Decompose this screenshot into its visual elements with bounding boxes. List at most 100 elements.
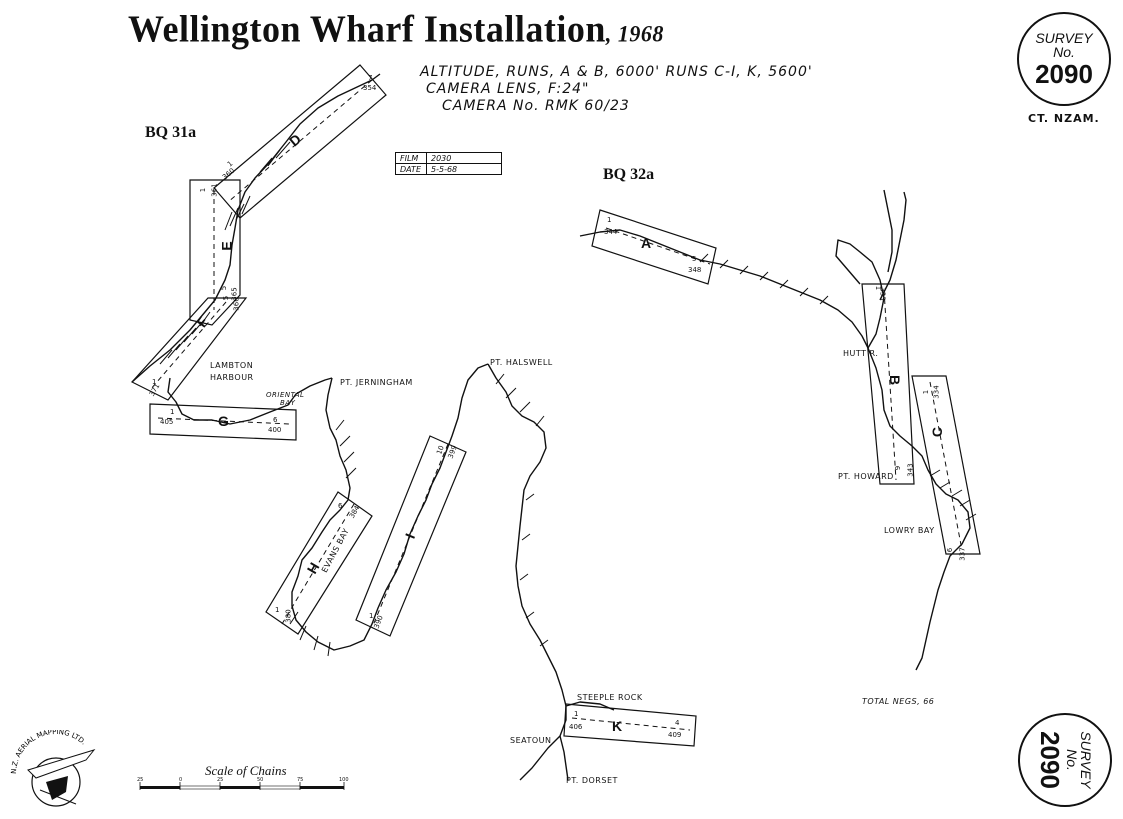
run-A-frame (591, 209, 717, 285)
neg-A-start-bottom: 344 (604, 228, 618, 236)
run-K-frame (563, 703, 697, 747)
neg-C-start-bottom: 334 (932, 385, 941, 399)
survey-number: 2090 (1035, 59, 1093, 89)
coastline-steeple (565, 701, 615, 711)
coastline-evans-west (291, 363, 489, 651)
neg-C-start-top: 1 (922, 389, 931, 395)
flight-info: ALTITUDE, RUNS, A & B, 6000' RUNS C-I, K… (420, 64, 813, 115)
run-K-letter: K (612, 718, 623, 734)
place-hutt: HUTT R. (843, 349, 879, 358)
scale-tick-1: 0 (179, 777, 183, 783)
neg-G-end-bottom: 400 (268, 426, 282, 434)
film-label: FILM (395, 152, 427, 164)
place-oriental: ORIENTAL (266, 391, 305, 399)
run-E-letter: E (218, 241, 235, 251)
run-F-frame (131, 297, 248, 401)
neg-K-end-bottom: 409 (668, 731, 682, 739)
neg-C-end-top: 6 (946, 547, 955, 553)
place-halswell: PT. HALSWELL (490, 358, 553, 367)
neg-F-start-bottom: 366 (232, 297, 241, 311)
run-A-letter: A (641, 235, 652, 251)
scale-tick-2: 25 (217, 777, 224, 783)
scale-tick-4: 75 (297, 777, 304, 783)
run-B-letter: B (887, 374, 904, 386)
neg-E-end-top: 5 (220, 285, 229, 291)
neg-I-start-top: 1 (369, 612, 374, 620)
neg-A-end-top: 5 (692, 255, 697, 263)
scale-bar (139, 782, 345, 790)
survey-stamp-top: SURVEY No. 2090 (1017, 12, 1111, 106)
run-C-letter: C (929, 426, 946, 438)
place-steeple: STEEPLE ROCK (577, 693, 643, 702)
map-title-text: Wellington Wharf Installation (128, 8, 606, 51)
scale-tick-3: 50 (257, 777, 264, 783)
run-G-frame (149, 403, 297, 441)
survey-number-2: 2090 (1035, 731, 1065, 789)
place-lambton: LAMBTON (210, 361, 254, 370)
sheet-label-left: BQ 31a (145, 124, 197, 141)
neg-K-start-top: 1 (574, 710, 579, 718)
map-title-year: , 1968 (605, 20, 664, 47)
coastline-east-a (579, 229, 869, 349)
neg-A-start-top: 1 (607, 216, 612, 224)
neg-D-start-top: 7 (368, 74, 373, 82)
flight-camera: CAMERA No. RMK 60/23 (442, 98, 630, 114)
survey-word-2: SURVEY (1078, 731, 1094, 789)
run-I-frame (355, 435, 467, 637)
neg-B-end-top: 9 (894, 465, 903, 471)
coastline-hutt (835, 239, 885, 349)
neg-F-end-top: 1 (152, 378, 157, 386)
sheet-label-right: BQ 32a (603, 166, 655, 183)
survey-no: No. (1053, 44, 1075, 60)
place-lowry: LOWRY BAY (884, 526, 935, 535)
coastline-miramar (487, 363, 567, 781)
coastline-east-b (867, 347, 971, 671)
coastline-west (131, 73, 381, 383)
coastline-hutt-river (879, 191, 907, 301)
scale-label: Scale of Chains (205, 763, 287, 778)
neg-G-start-bottom: 405 (160, 418, 174, 426)
film-value: 2030 (426, 152, 502, 164)
neg-H-start-bottom: 380 (284, 609, 293, 623)
neg-H-start-top: 1 (275, 606, 280, 614)
run-C-frame (911, 375, 981, 555)
credit-text: CT. NZAM. (1028, 112, 1100, 125)
neg-G-end-top: 6 (273, 416, 278, 424)
neg-K-start-bottom: 406 (569, 723, 583, 731)
place-oriental-bay: BAY (280, 399, 296, 407)
neg-C-end-bottom: 337 (958, 547, 967, 561)
neg-F-start-top: 5 (222, 295, 231, 301)
place-howard: PT. HOWARD (838, 472, 894, 481)
logo-graphic: N.Z. AERIAL MAPPING LTD. (10, 728, 96, 807)
place-harbour: HARBOUR (210, 373, 254, 382)
run-G-letter: G (218, 413, 229, 429)
run-B-frame (861, 283, 915, 485)
place-seatoun: SEATOUN (510, 736, 552, 745)
neg-B-end-bottom: 343 (906, 463, 915, 477)
place-jerningham: PT. JERNINGHAM (340, 378, 413, 387)
survey-no-2: No. (1064, 749, 1080, 771)
neg-H-end-top: 6 (338, 502, 343, 510)
neg-K-end-top: 4 (675, 719, 680, 727)
coastline-lambton (167, 377, 333, 425)
neg-B-start-bottom: 333 (878, 287, 887, 301)
survey-word: SURVEY (1035, 30, 1093, 46)
aerial-mapping-logo: N.Z. AERIAL MAPPING LTD. (6, 728, 106, 815)
scale-tick-5: 100 (339, 777, 349, 783)
neg-D-start-bottom: 354 (363, 84, 377, 92)
run-E-frame (189, 179, 241, 326)
scale-tick-0: 25 (137, 777, 144, 783)
date-label: DATE (395, 163, 427, 175)
neg-G-start-top: 1 (170, 408, 175, 416)
neg-E-start-bottom: 361 (210, 183, 219, 197)
coastline-hutt-river-2 (883, 189, 893, 273)
coastline-dorset (559, 735, 569, 781)
date-value: 5-5-68 (426, 163, 502, 175)
map-title: Wellington Wharf Installation, 1968 (128, 7, 664, 51)
place-dorset: PT. DORSET (566, 776, 618, 785)
flight-altitude: ALTITUDE, RUNS, A & B, 6000' RUNS C-I, K… (420, 64, 813, 80)
flight-lens: CAMERA LENS, F:24" (426, 81, 590, 97)
neg-E-start-top: 1 (199, 187, 208, 193)
